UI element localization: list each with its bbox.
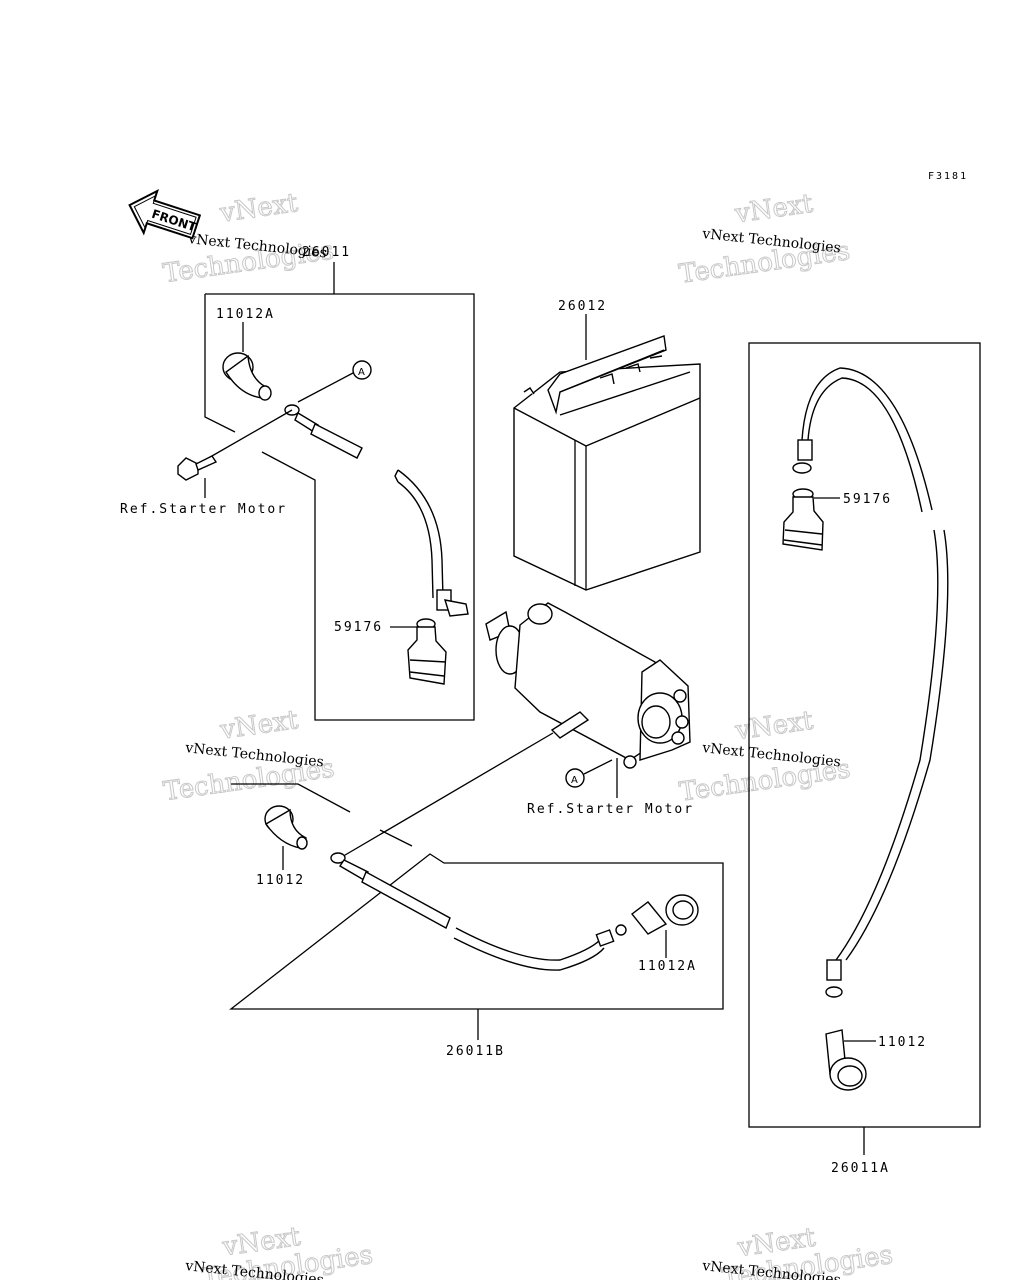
label-26011B: 26011B: [446, 1044, 505, 1059]
label-11012-right: 11012: [878, 1035, 927, 1050]
svg-text:vNext: vNext: [218, 705, 301, 746]
callout-a-mid: [565, 768, 585, 788]
bolt-line-mid: [339, 732, 554, 859]
label-26011A: 26011A: [831, 1161, 890, 1176]
svg-text:vNext: vNext: [217, 188, 300, 229]
cable-26011B: [330, 852, 627, 971]
terminal-boot-11012-right: [825, 1029, 867, 1091]
battery-icon: [513, 335, 701, 591]
label-11012A-top: 11012A: [216, 307, 275, 322]
group-box-26011: [204, 293, 475, 721]
label-26011: 26011: [302, 245, 351, 260]
diagram-code: F3181: [928, 171, 968, 182]
label-59176-right: 59176: [843, 492, 892, 507]
front-arrow-icon: FRONT: [128, 188, 202, 240]
label-26012: 26012: [558, 299, 607, 314]
cable-end-top: [284, 404, 363, 459]
terminal-boot-11012-left: [264, 805, 308, 850]
label-ref-starter-motor-top: Ref.Starter Motor: [120, 502, 287, 517]
svg-text:vNext: vNext: [733, 706, 816, 747]
svg-text:vNext: vNext: [732, 189, 815, 230]
starter-motor-icon: [485, 602, 691, 769]
callout-a-mid-label: A: [571, 775, 578, 786]
cable-lower-left: [394, 469, 469, 617]
leader-callout-a-mid: [583, 759, 613, 775]
bolt-icon: [177, 455, 218, 481]
label-ref-starter-motor-mid: Ref.Starter Motor: [527, 802, 694, 817]
terminal-cover-59176-left: [407, 618, 447, 685]
watermark-bottom-right: vNext Technologies: [720, 1222, 896, 1280]
terminal-boot-11012A-top: [222, 352, 272, 401]
label-11012A-bottom: 11012A: [638, 959, 697, 974]
group-box-26011B: [229, 783, 724, 1010]
terminal-boot-11012A-bottom: [631, 894, 699, 935]
watermark-bottom-left: vNext Technologies: [200, 1221, 376, 1280]
terminal-cover-59176-right: [782, 488, 824, 551]
label-11012-left: 11012: [256, 873, 305, 888]
bolt-line: [204, 409, 293, 461]
leader-callout-a-top: [297, 372, 354, 403]
label-59176-left: 59176: [334, 620, 383, 635]
callout-a-top-label: A: [358, 367, 365, 378]
cable-26011A: [792, 367, 949, 998]
callout-a-top: [352, 360, 372, 380]
